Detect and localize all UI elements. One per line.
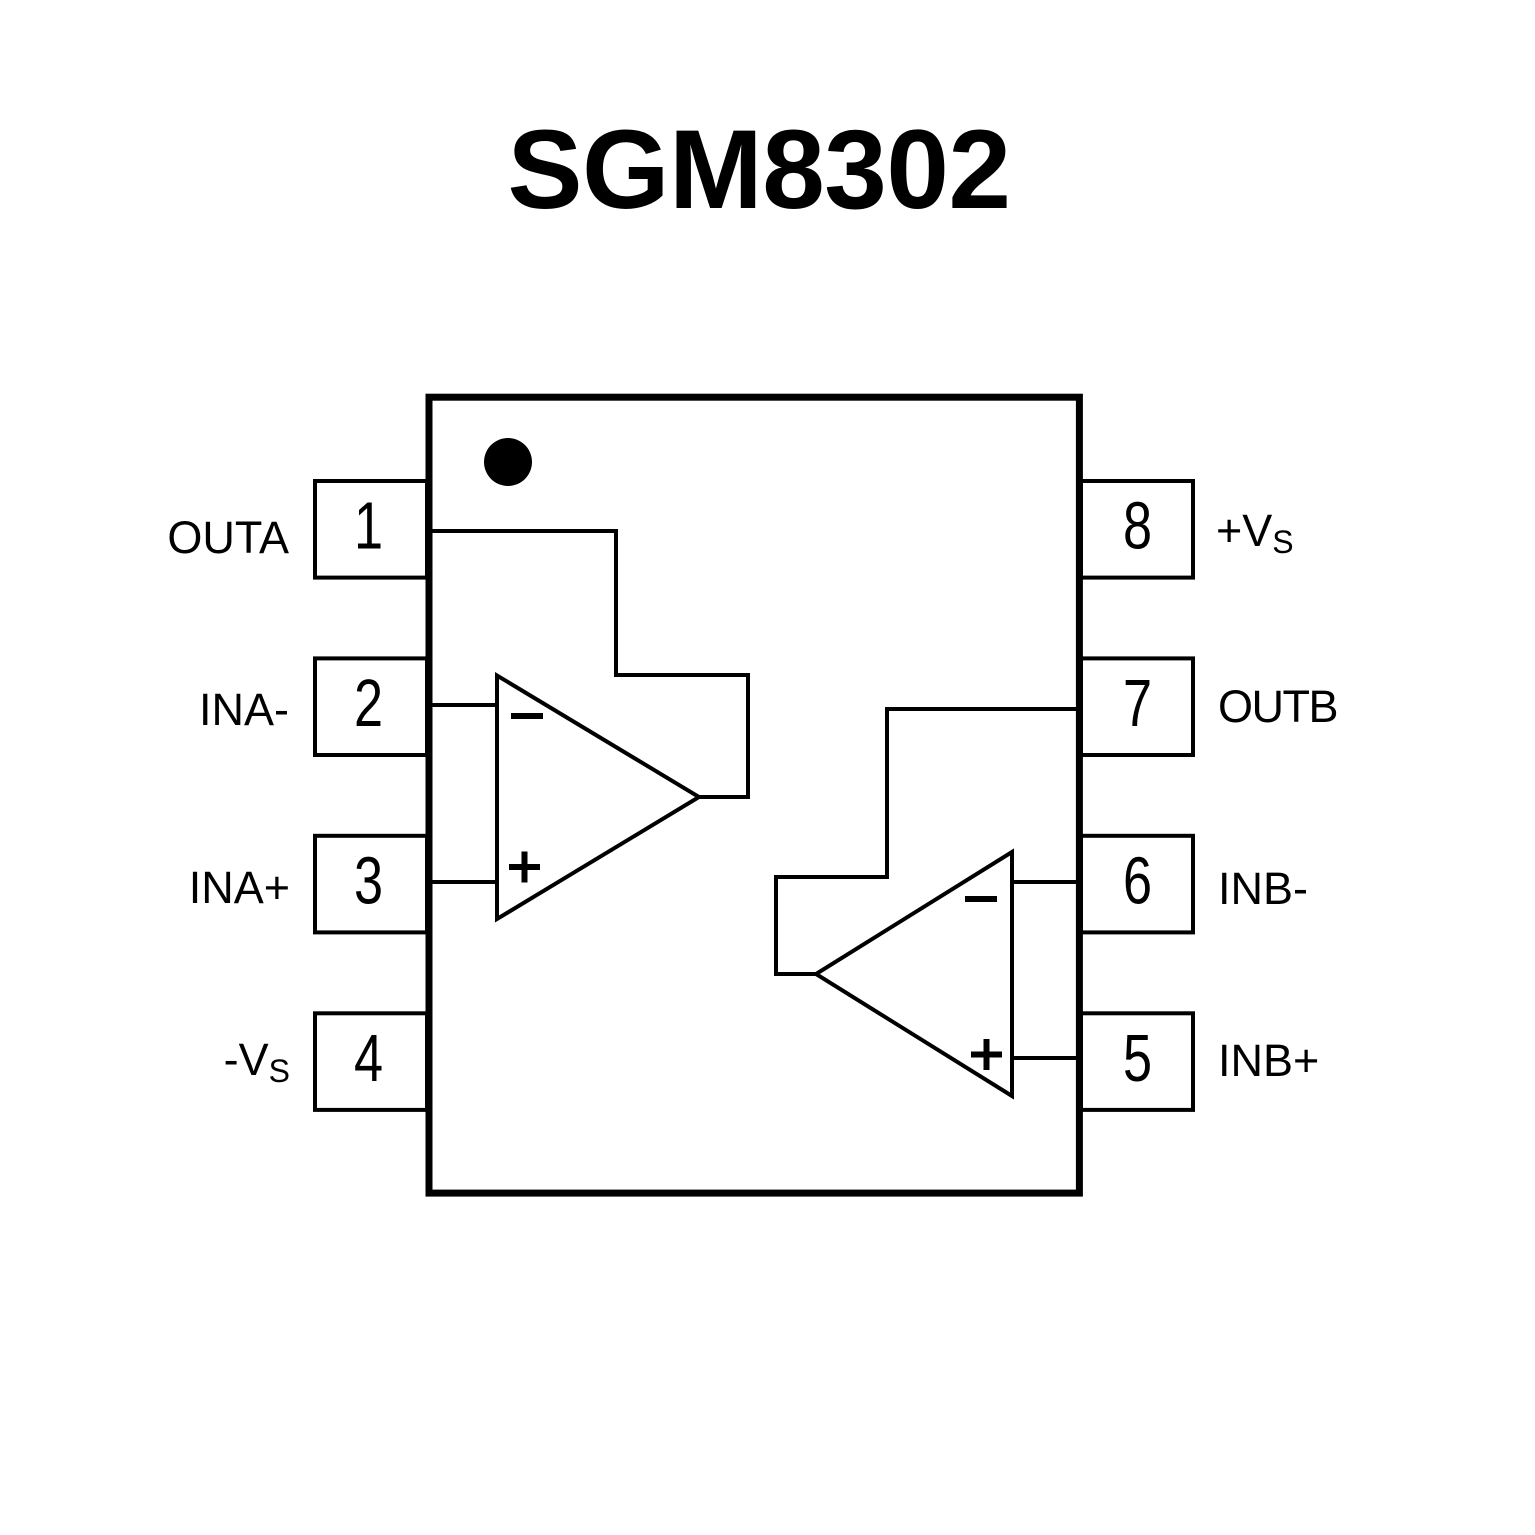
svg-text:OUTA: OUTA bbox=[167, 512, 289, 563]
svg-text:3: 3 bbox=[354, 843, 383, 918]
svg-text:7: 7 bbox=[1123, 666, 1152, 741]
svg-text:1: 1 bbox=[354, 488, 383, 563]
svg-text:INB-: INB- bbox=[1218, 863, 1308, 914]
svg-text:5: 5 bbox=[1123, 1021, 1152, 1096]
svg-text:-VS: -VS bbox=[224, 1034, 290, 1089]
svg-text:INA-: INA- bbox=[199, 684, 289, 735]
svg-text:6: 6 bbox=[1123, 843, 1152, 918]
svg-text:OUTB: OUTB bbox=[1218, 681, 1337, 732]
svg-text:8: 8 bbox=[1123, 488, 1152, 563]
svg-text:INB+: INB+ bbox=[1218, 1035, 1319, 1086]
svg-text:SGM8302: SGM8302 bbox=[507, 106, 1010, 232]
svg-text:INA+: INA+ bbox=[189, 862, 290, 913]
svg-text:4: 4 bbox=[354, 1021, 383, 1096]
svg-text:2: 2 bbox=[354, 666, 383, 741]
